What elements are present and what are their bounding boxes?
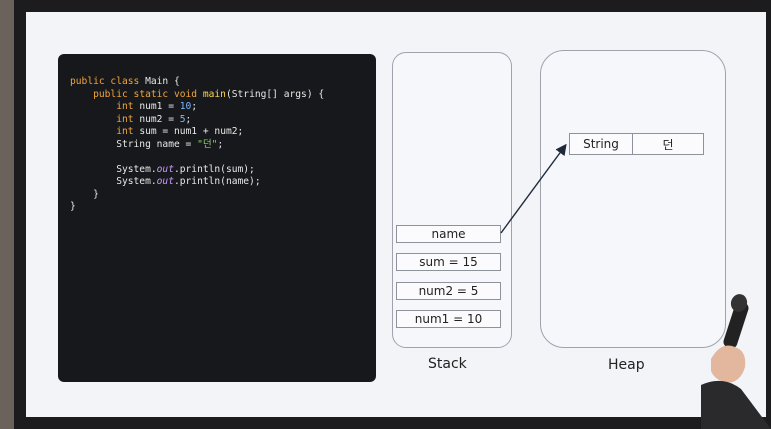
stack-slot-num1: num1 = 10 — [396, 310, 501, 328]
code-line: } — [70, 189, 324, 202]
code-line: String name = "던"; — [70, 139, 324, 152]
code-token: 10 — [180, 101, 192, 112]
code-line: int num2 = 5; — [70, 114, 324, 127]
stack-label: Stack — [428, 356, 467, 372]
code-token: main — [203, 89, 226, 100]
code-token — [70, 101, 116, 112]
stack-memory-area — [392, 52, 512, 348]
code-token: (String[] args) { — [226, 89, 324, 100]
code-token: ; — [217, 139, 223, 150]
code-line: int num1 = 10; — [70, 101, 324, 114]
code-line: int sum = num1 + num2; — [70, 126, 324, 139]
heap-label: Heap — [608, 357, 645, 373]
code-token — [70, 89, 93, 100]
code-token: sum = num1 + num2; — [139, 126, 243, 137]
code-token: "던" — [197, 139, 217, 150]
code-token: num1 = — [139, 101, 179, 112]
code-token: ; — [186, 114, 192, 125]
heap-string-object: String 던 — [569, 133, 704, 155]
code-line: public class Main { — [70, 76, 324, 89]
code-line: System.out.println(name); — [70, 176, 324, 189]
code-token: String name = — [70, 139, 197, 150]
code-block: public class Main { public static void m… — [70, 76, 324, 214]
code-token: System. — [70, 164, 157, 175]
code-token: System. — [70, 176, 157, 187]
code-token: public static void — [93, 89, 203, 100]
code-token — [70, 126, 116, 137]
code-line: } — [70, 201, 324, 214]
code-token: int — [116, 126, 139, 137]
heap-object-value: 던 — [633, 134, 703, 154]
code-token: Main { — [145, 76, 180, 87]
code-line: System.out.println(sum); — [70, 164, 324, 177]
code-token: public class — [70, 76, 145, 87]
code-token: .println(sum); — [174, 164, 255, 175]
stack-slot-sum: sum = 15 — [396, 253, 501, 271]
code-token: } — [70, 189, 99, 200]
heap-object-type: String — [570, 134, 633, 154]
code-line — [70, 151, 324, 164]
heap-memory-area — [540, 50, 726, 348]
code-line: public static void main(String[] args) { — [70, 89, 324, 102]
code-token: .println(name); — [174, 176, 261, 187]
code-token: out — [157, 164, 174, 175]
code-token: int — [116, 114, 139, 125]
code-token: out — [157, 176, 174, 187]
code-token: ; — [191, 101, 197, 112]
code-token: } — [70, 201, 76, 212]
code-token: int — [116, 101, 139, 112]
stack-slot-num2: num2 = 5 — [396, 282, 501, 300]
code-token: num2 = — [139, 114, 179, 125]
code-editor-panel: public class Main { public static void m… — [58, 54, 376, 382]
presenter-hand-with-microphone — [701, 289, 771, 429]
code-token — [70, 114, 116, 125]
stack-slot-name: name — [396, 225, 501, 243]
